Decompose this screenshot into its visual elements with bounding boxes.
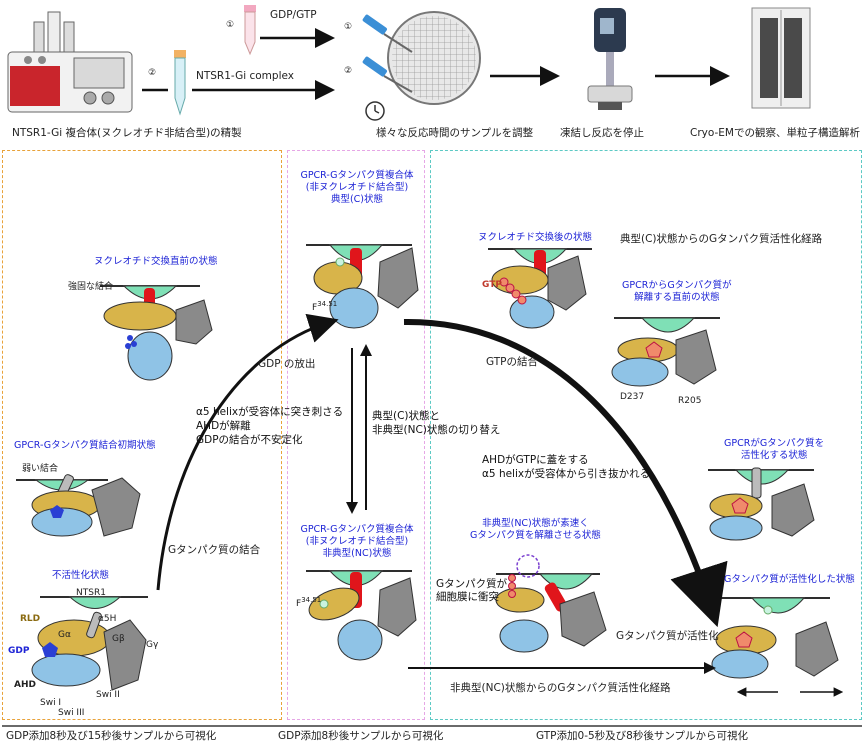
- label-swi3: Swi III: [58, 708, 85, 718]
- nc-rapid-line1: 非典型(NC)状態が素速く: [482, 518, 589, 529]
- label-g-activated: Gタンパク質が活性化: [616, 630, 719, 642]
- label-pathway-c: 典型(C)状態からのGタンパク質活性化経路: [620, 233, 823, 245]
- mech-line3: GDPの結合が不安定化: [196, 434, 303, 446]
- collide-line2: 細胞膜に衝突: [436, 591, 499, 604]
- tube1-number: ①: [226, 20, 235, 30]
- label-activating: GPCRがGタンパク質を 活性化する状態: [724, 438, 824, 462]
- nc-rapid-line2: Gタンパク質を解離させる状態: [470, 529, 601, 541]
- workflow-arrows: [142, 28, 730, 100]
- f-bottom-sup: 34.51: [301, 596, 322, 604]
- complex-c-line2: (非ヌクレオチド結合型): [305, 181, 409, 193]
- nc-dissociation-complex: [495, 554, 607, 653]
- grid-number2: ②: [344, 66, 353, 76]
- label-alpha5h: α5H: [98, 614, 117, 624]
- label-f-top: F34.51: [312, 300, 337, 314]
- label-initial-binding: GPCR-Gタンパク質結合初期状態: [14, 440, 156, 451]
- label-strong-binding: 強固な結合: [68, 282, 114, 292]
- footer-right: GTP添加0-5秒及び8秒後サンプルから可視化: [536, 730, 749, 742]
- sample-tube-icon: [174, 50, 186, 116]
- step4-caption: Cryo-EMでの観察、単粒子構造解析: [690, 127, 860, 139]
- nc-state-complex: [308, 570, 417, 661]
- activated-complex: [711, 597, 844, 697]
- pre-dissociation-line1: GPCRからGタンパク質が: [622, 280, 732, 291]
- label-gtp-binding: GTPの結合: [486, 356, 539, 368]
- label-gb: Gβ: [112, 634, 125, 644]
- tube2-number: ②: [148, 68, 157, 78]
- label-f-bottom: F34.51: [296, 596, 321, 610]
- label-ntsr1: NTSR1: [76, 588, 106, 598]
- panel-gdp-8s: [287, 150, 425, 720]
- label-swi2: Swi II: [96, 690, 120, 700]
- activating-line1: GPCRがGタンパク質を: [724, 438, 825, 449]
- label-d237: D237: [620, 392, 645, 402]
- label-r205: R205: [678, 396, 702, 406]
- label-collide: Gタンパク質が 細胞膜に衝突: [436, 578, 507, 604]
- label-pathway-nc: 非典型(NC)状態からのGタンパク質活性化経路: [450, 682, 671, 694]
- footer-left: GDP添加8秒及び15秒後サンプルから可視化: [6, 730, 217, 742]
- activating-complex: [709, 467, 815, 541]
- panel-gdp-8-15s: [2, 150, 282, 720]
- label-inactive: 不活性化状態: [52, 570, 110, 581]
- em-grid-icon: [362, 11, 481, 105]
- pre-dissociation-complex: [611, 317, 717, 387]
- complex-nc-line3: 非典型(NC)状態: [322, 547, 392, 559]
- activating-line2: 活性化する状態: [740, 449, 808, 461]
- plunge-freezer-icon: [587, 8, 633, 110]
- tube1-label: GDP/GTP: [270, 9, 317, 21]
- complex-nc-line2: (非ヌクレオチド結合型): [305, 535, 409, 547]
- c-state-complex: [313, 244, 419, 329]
- label-g-binding: Gタンパク質の結合: [168, 544, 261, 556]
- initial-binding-complex: [31, 474, 141, 537]
- pre-exchange-complex: [103, 285, 213, 381]
- purification-system-icon: [7, 11, 133, 113]
- label-ga: Gα: [58, 630, 71, 640]
- label-activated-state: Gタンパク質が活性化した状態: [724, 574, 855, 585]
- step1-caption: NTSR1-Gi 複合体(ヌクレオチド非結合型)の精製: [12, 127, 242, 139]
- cryo-em-microscope-icon: [751, 7, 811, 109]
- complex-c-line3: 典型(C)状態: [330, 193, 384, 205]
- post-exchange-complex: [491, 248, 587, 329]
- label-ahd: AHD: [14, 680, 36, 690]
- tube2-label: NTSR1-Gi complex: [196, 70, 294, 82]
- clock-icon: [365, 101, 385, 121]
- switch-line1: 典型(C)状態と: [372, 410, 441, 422]
- label-gg: Gγ: [146, 640, 159, 650]
- f-bottom-letter: F: [296, 599, 302, 609]
- label-pre-dissociation: GPCRからGタンパク質が 解離する直前の状態: [622, 280, 732, 304]
- mech-line1: α5 helixが受容体に突き刺さる: [196, 406, 344, 418]
- label-swi1: Swi I: [40, 698, 62, 708]
- f-top-sup: 34.51: [317, 300, 338, 308]
- footer-middle: GDP添加8秒後サンプルから可視化: [278, 730, 444, 742]
- step3-caption: 凍結し反応を停止: [560, 127, 644, 139]
- nucleotide-tube-icon: [244, 5, 256, 56]
- mech-line2: AHDが解離: [196, 420, 251, 432]
- pre-dissociation-line2: 解離する直前の状態: [634, 291, 720, 303]
- label-rld: RLD: [20, 614, 41, 624]
- label-gtp: GTP: [482, 280, 502, 290]
- grid-number1: ①: [344, 22, 353, 32]
- label-ahd-lid: AHDがGTPに蓋をする: [482, 454, 589, 466]
- label-gdp-release: GDP の放出: [258, 358, 316, 370]
- label-post-exchange: ヌクレオチド交換後の状態: [478, 232, 593, 243]
- label-nc-rapid: 非典型(NC)状態が素速く Gタンパク質を解離させる状態: [470, 518, 601, 542]
- label-complex-c: GPCR-Gタンパク質複合体 (非ヌクレオチド結合型) 典型(C)状態: [298, 170, 416, 206]
- label-complex-nc: GPCR-Gタンパク質複合体 (非ヌクレオチド結合型) 非典型(NC)状態: [298, 524, 416, 560]
- step2-caption: 様々な反応時間のサンプルを調整: [376, 127, 534, 139]
- complex-nc-line1: GPCR-Gタンパク質複合体: [300, 524, 414, 535]
- inactive-state-complex: [31, 596, 147, 691]
- switch-line2: 非典型(NC)状態の切り替え: [372, 424, 501, 436]
- label-weak-binding: 弱い結合: [22, 464, 59, 474]
- label-gdp: GDP: [8, 646, 30, 656]
- label-pre-exchange: ヌクレオチド交換直前の状態: [94, 256, 218, 267]
- complex-c-line1: GPCR-Gタンパク質複合体: [300, 170, 414, 181]
- panel-gtp: [430, 150, 862, 720]
- collide-line1: Gタンパク質が: [436, 578, 508, 590]
- f-top-letter: F: [312, 303, 318, 313]
- label-a5-pulled: α5 helixが受容体から引き抜かれる: [482, 468, 651, 480]
